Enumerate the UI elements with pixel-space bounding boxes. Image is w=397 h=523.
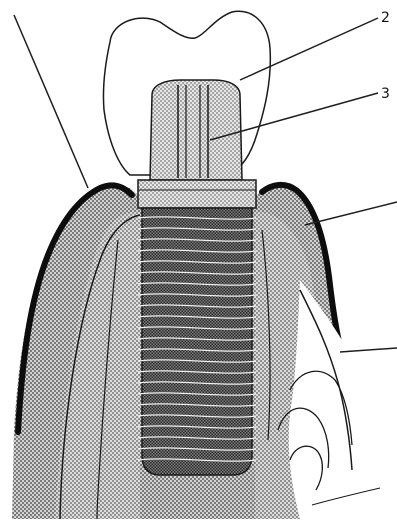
callout-number-crown: 2 xyxy=(381,10,390,26)
leader-line-gingiva xyxy=(305,202,397,225)
implant-body xyxy=(142,208,252,475)
implant-collar xyxy=(138,180,256,208)
leader-line-top-left xyxy=(14,15,88,188)
abutment xyxy=(150,80,242,180)
callout-number-abutment: 3 xyxy=(381,86,390,102)
